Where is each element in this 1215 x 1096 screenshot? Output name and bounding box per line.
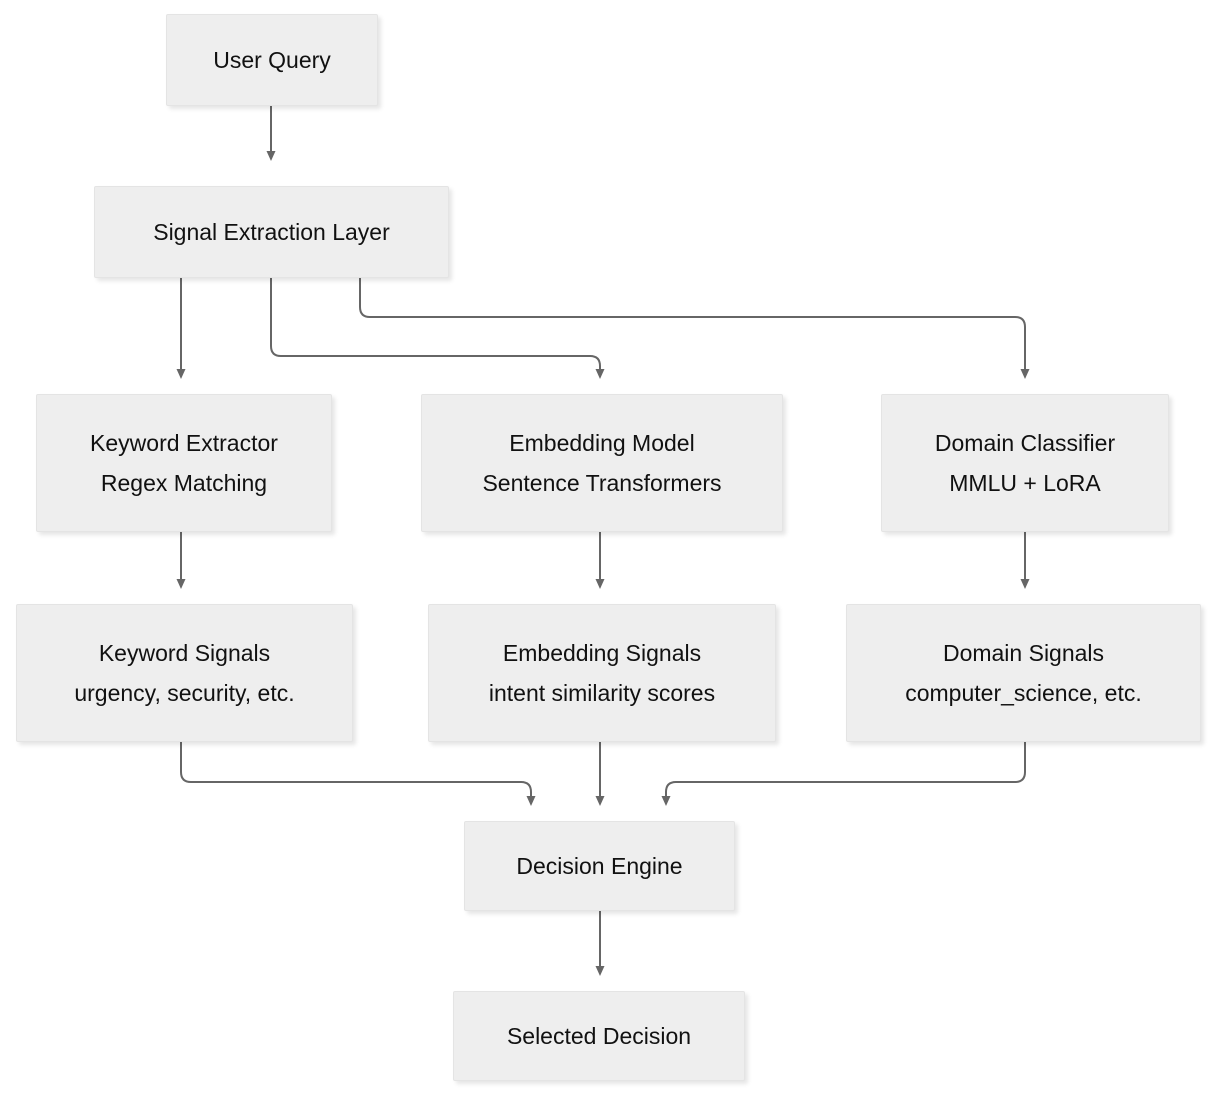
node-domain-classifier[interactable]: Domain Classifier MMLU + LoRA xyxy=(881,394,1169,532)
edge-signal-extraction-to-embedding-model xyxy=(270,278,605,379)
node-selected-decision[interactable]: Selected Decision xyxy=(453,991,745,1081)
edge-domain-signals-to-decision-engine xyxy=(661,742,1026,806)
node-decision-engine[interactable]: Decision Engine xyxy=(464,821,735,911)
node-user-query[interactable]: User Query xyxy=(166,14,378,106)
edge-keyword-signals-to-decision-engine xyxy=(180,742,536,806)
node-selected-decision-label: Selected Decision xyxy=(506,1022,692,1049)
node-embedding-model-title: Embedding Model xyxy=(509,429,695,456)
node-keyword-extractor[interactable]: Keyword Extractor Regex Matching xyxy=(36,394,332,532)
edge-signal-extraction-to-domain-classifier xyxy=(359,278,1030,379)
node-keyword-signals-subtitle: urgency, security, etc. xyxy=(74,679,295,706)
node-embedding-model[interactable]: Embedding Model Sentence Transformers xyxy=(421,394,783,532)
node-decision-engine-label: Decision Engine xyxy=(516,852,683,879)
node-embedding-signals-subtitle: intent similarity scores xyxy=(488,679,716,706)
node-embedding-signals[interactable]: Embedding Signals intent similarity scor… xyxy=(428,604,776,742)
node-user-query-label: User Query xyxy=(213,46,331,73)
node-domain-signals-subtitle: computer_science, etc. xyxy=(905,679,1142,706)
node-keyword-signals[interactable]: Keyword Signals urgency, security, etc. xyxy=(16,604,353,742)
node-embedding-signals-title: Embedding Signals xyxy=(502,639,702,666)
node-embedding-model-subtitle: Sentence Transformers xyxy=(482,469,722,496)
node-signal-extraction-layer[interactable]: Signal Extraction Layer xyxy=(94,186,449,278)
node-domain-classifier-title: Domain Classifier xyxy=(934,429,1116,456)
node-domain-signals[interactable]: Domain Signals computer_science, etc. xyxy=(846,604,1201,742)
node-keyword-extractor-title: Keyword Extractor xyxy=(90,429,278,456)
node-domain-classifier-subtitle: MMLU + LoRA xyxy=(949,469,1101,496)
node-keyword-signals-title: Keyword Signals xyxy=(98,639,271,666)
node-signal-extraction-layer-label: Signal Extraction Layer xyxy=(153,218,390,245)
node-keyword-extractor-subtitle: Regex Matching xyxy=(100,469,268,496)
node-domain-signals-title: Domain Signals xyxy=(942,639,1105,666)
